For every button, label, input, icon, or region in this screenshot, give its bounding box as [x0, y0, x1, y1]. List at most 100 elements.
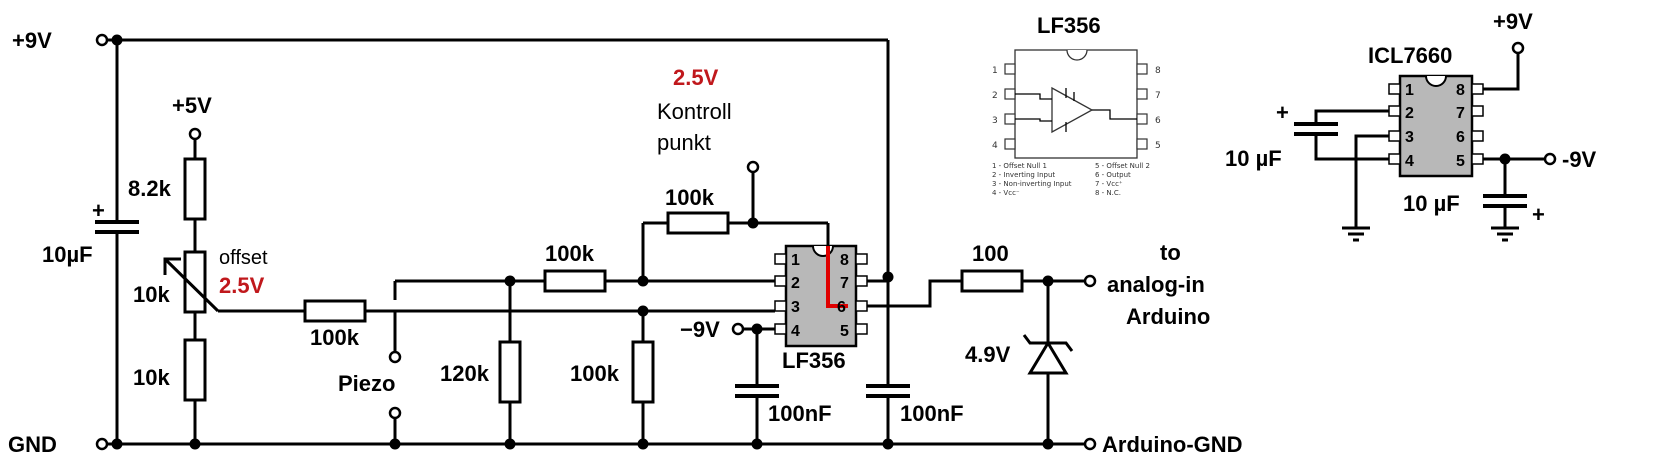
- lf356-right-pins: [855, 253, 868, 335]
- lf356-legend-5: 5 - Offset Null 2: [1095, 162, 1150, 170]
- negative-supply-network: [731, 270, 910, 444]
- resistor-8-2k: [183, 157, 207, 221]
- lf356-pin-7: 7: [840, 275, 849, 292]
- lf356-ref-title: LF356: [1037, 13, 1101, 38]
- lf356-ref-pin-2: 2: [992, 91, 998, 101]
- zener-diode: [1027, 340, 1069, 375]
- lf356-chip: [774, 244, 868, 348]
- piezo-terminal-bottom: [388, 406, 402, 420]
- output-label-line2: analog-in: [1107, 272, 1205, 297]
- lf356-ref-pin-1: 1: [992, 66, 998, 76]
- icl7660-minus9v-label: -9V: [1562, 147, 1597, 172]
- minus9v-label: −9V: [680, 317, 720, 342]
- icl7660-minus9v-terminal: [1543, 152, 1557, 166]
- opamp-symbol: [1051, 86, 1094, 134]
- gnd-label: GND: [8, 432, 57, 457]
- control-point-terminal: [746, 160, 760, 174]
- minus9v-terminal: [731, 322, 745, 336]
- lf356-pin-1: 1: [791, 252, 800, 269]
- capacitor-polarity-plus: +: [92, 198, 105, 223]
- resistor-100-output: [960, 269, 1024, 293]
- plus9v-rail: [95, 33, 890, 270]
- icl7660-title: ICL7660: [1368, 43, 1452, 68]
- feedback-link: [826, 246, 848, 308]
- lf356-pin-3: 3: [791, 299, 800, 316]
- lf356-ref-pin-8: 8: [1155, 66, 1161, 76]
- arduino-gnd-terminal: [1083, 437, 1097, 451]
- capacitor-100nf-1-label: 100nF: [768, 401, 832, 426]
- lf356-pinout-reference: [1004, 49, 1148, 159]
- lf356-legend-3: 3 - Non-inverting Input: [992, 180, 1072, 188]
- plus9v-label: +9V: [12, 28, 52, 53]
- control-point-voltage: 2.5V: [673, 65, 719, 90]
- resistor-100k-bias-label: 100k: [570, 361, 620, 386]
- resistor-100k-inverting: [543, 269, 607, 293]
- lf356-pin-5: 5: [840, 323, 849, 340]
- piezo-terminal-top: [388, 350, 402, 364]
- lf356-legend-1: 1 - Offset Null 1: [992, 162, 1047, 170]
- resistor-10k-label: 10k: [133, 365, 170, 390]
- icl7660-plus9v-label: +9V: [1493, 9, 1533, 34]
- lf356-pin-2: 2: [791, 275, 800, 292]
- capacitor-10uf: [95, 40, 139, 444]
- lf356-legend-8: 8 - N.C.: [1095, 189, 1121, 197]
- lf356-chip-label: LF356: [782, 348, 846, 373]
- resistor-120k: [498, 340, 522, 404]
- lf356-legend-6: 6 - Output: [1095, 171, 1131, 179]
- icl7660-pin-7: 7: [1456, 105, 1465, 122]
- capacitor-10uf-label: 10µF: [42, 242, 93, 267]
- icl7660-pin-8: 8: [1456, 82, 1465, 99]
- icl7660-pin-2: 2: [1405, 105, 1414, 122]
- resistor-100k-input-label: 100k: [310, 325, 360, 350]
- icl7660-cap2-label: 10 µF: [1403, 191, 1460, 216]
- junction-dot: [637, 305, 649, 317]
- offset-label: offset: [219, 247, 268, 269]
- resistor-100k-feedback: [666, 211, 730, 235]
- control-point-label-line2: punkt: [657, 130, 711, 155]
- icl7660-chip: [1388, 74, 1484, 178]
- offset-voltage: 2.5V: [219, 273, 265, 298]
- resistor-10k: [183, 338, 207, 402]
- input-network: [303, 160, 830, 444]
- lf356-left-pins: [774, 253, 787, 335]
- icl7660-pin-5: 5: [1456, 153, 1465, 170]
- gnd-terminal: [95, 437, 109, 451]
- icl7660-cap2-polarity: +: [1532, 202, 1545, 227]
- icl7660-cap1-polarity: +: [1276, 100, 1289, 125]
- output-label-line3: Arduino: [1126, 304, 1210, 329]
- voltage-divider: [163, 127, 305, 444]
- icl7660-plus9v-terminal: [1511, 41, 1525, 55]
- pot-wiper-arrow: [163, 257, 220, 313]
- icl7660-pin-1: 1: [1405, 82, 1414, 99]
- plus9v-terminal: [95, 33, 109, 47]
- resistor-8-2k-label: 8.2k: [128, 176, 172, 201]
- plus5v-label: +5V: [172, 93, 212, 118]
- pot-10k-label: 10k: [133, 282, 170, 307]
- gnd-rail: [95, 437, 1097, 451]
- capacitor-100nf-2-label: 100nF: [900, 401, 964, 426]
- icl7660-cap1-label: 10 µF: [1225, 146, 1282, 171]
- lf356-legend-2: 2 - Inverting Input: [992, 171, 1055, 179]
- resistor-100k-input: [303, 299, 367, 323]
- output-network: [867, 269, 1097, 444]
- output-label-line1: to: [1160, 240, 1181, 265]
- analog-in-terminal: [1083, 274, 1097, 288]
- control-point-label-line1: Kontroll: [657, 99, 732, 124]
- resistor-100k-feedback-label: 100k: [665, 185, 715, 210]
- lf356-legend-7: 7 - Vcc⁺: [1095, 180, 1123, 188]
- arduino-gnd-label: Arduino-GND: [1102, 432, 1243, 457]
- plus5v-terminal: [188, 127, 202, 141]
- lf356-ref-pin-3: 3: [992, 116, 998, 126]
- junction-dot: [504, 275, 516, 287]
- lf356-pin-4: 4: [791, 323, 800, 340]
- zener-voltage-label: 4.9V: [965, 342, 1011, 367]
- piezo-label: Piezo: [338, 371, 395, 396]
- lf356-ref-pin-5: 5: [1155, 141, 1161, 151]
- resistor-120k-label: 120k: [440, 361, 490, 386]
- lf356-ref-pin-6: 6: [1155, 116, 1161, 126]
- icl7660-pin-4: 4: [1405, 153, 1414, 170]
- lf356-pin-8: 8: [840, 252, 849, 269]
- lf356-ref-pin-7: 7: [1155, 91, 1161, 101]
- icl7660-wiring: [1294, 41, 1557, 242]
